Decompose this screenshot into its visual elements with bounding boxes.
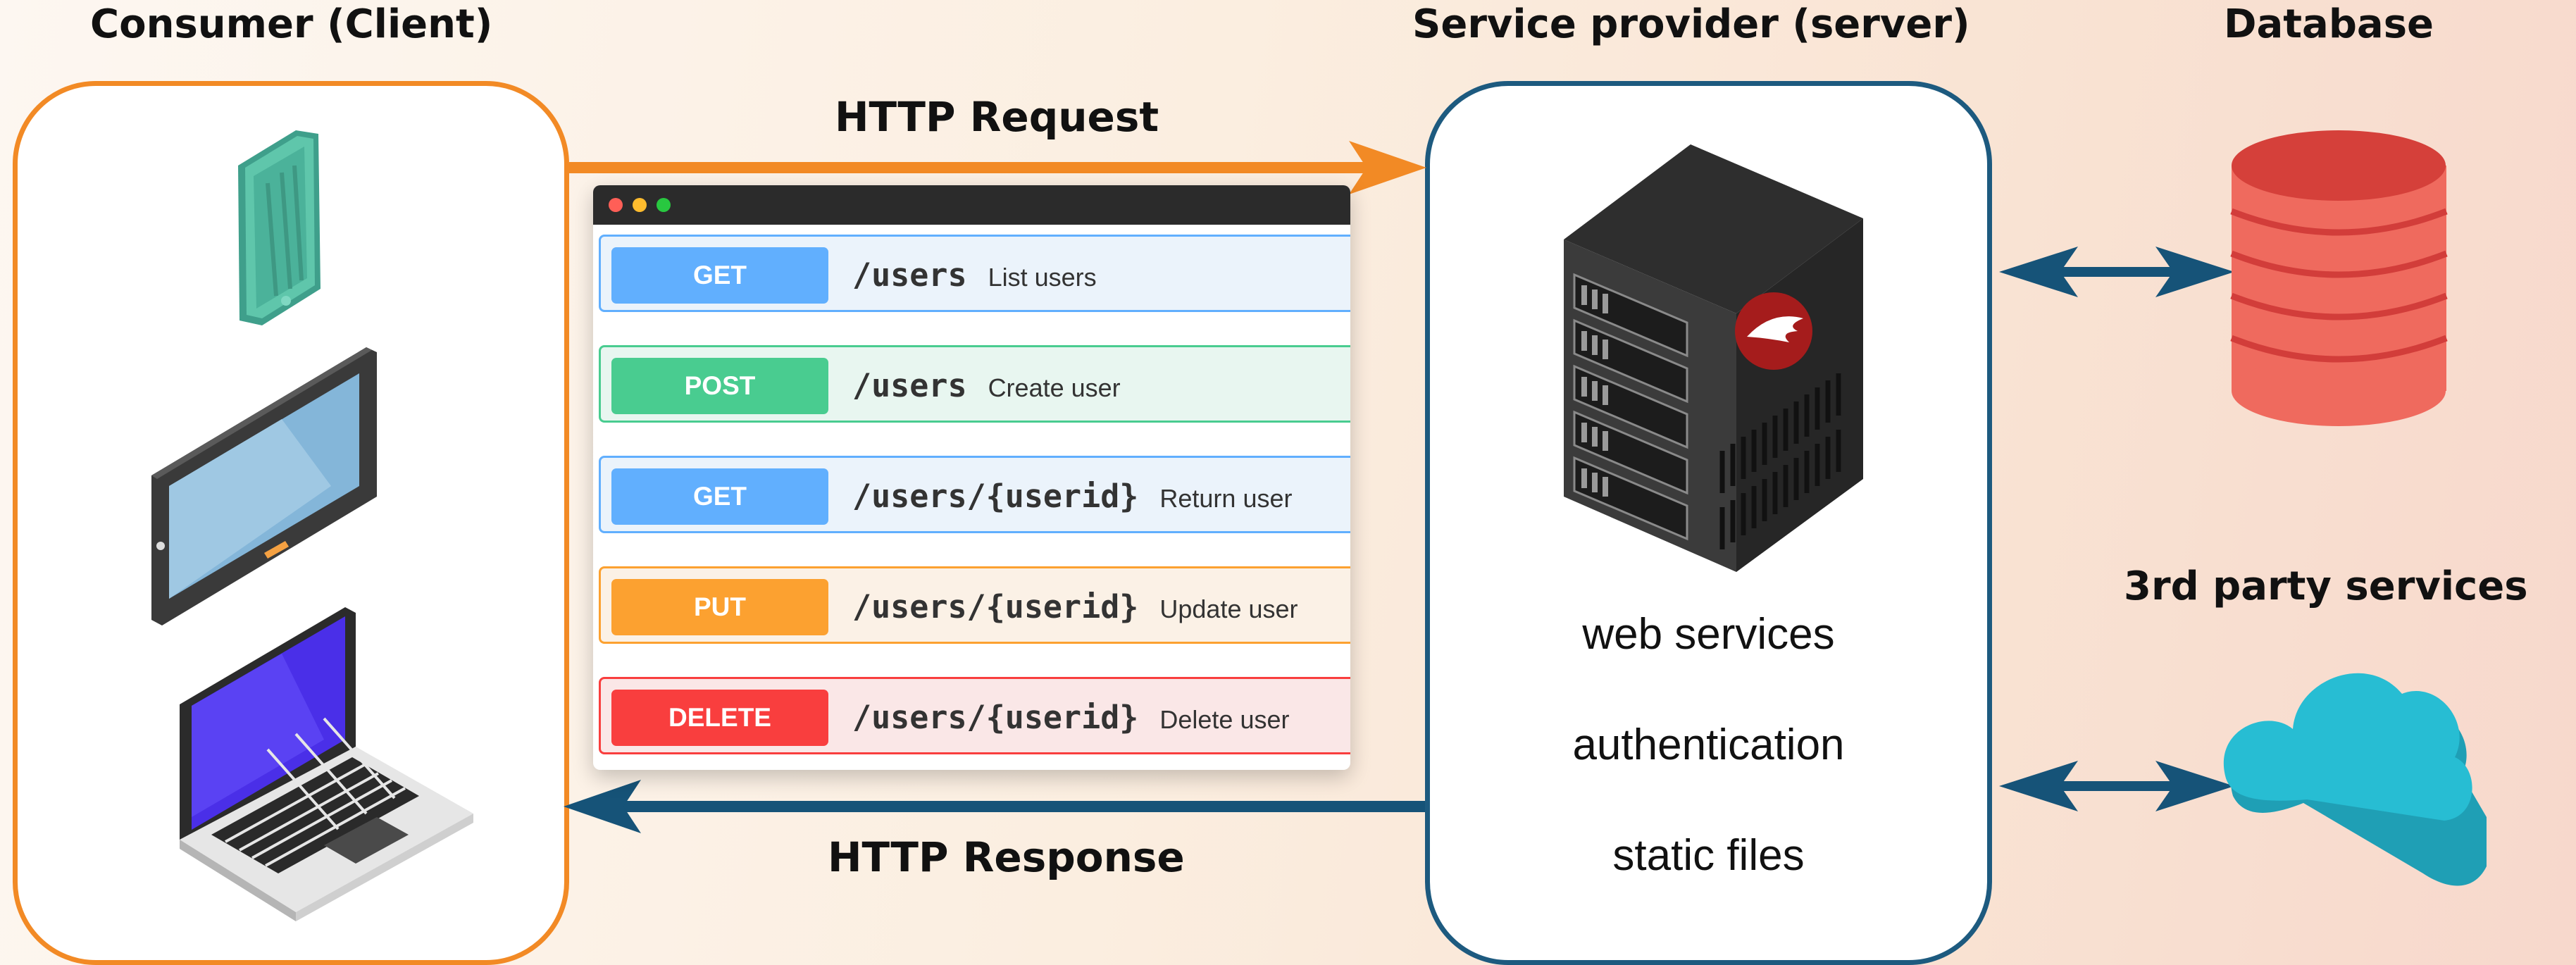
service-static-files: static files (1612, 831, 1805, 880)
close-dot-icon[interactable] (609, 198, 623, 212)
endpoint-description: Delete user (1159, 705, 1290, 734)
endpoint-row[interactable]: PUT/users/{userid} Update user (599, 566, 1350, 644)
endpoint-path: /users List users (852, 251, 1097, 302)
endpoint-description: List users (988, 263, 1097, 292)
laptop-icon (180, 607, 473, 921)
request-arrow (569, 141, 1426, 194)
database-heading: Database (2224, 1, 2434, 47)
tablet-icon (151, 347, 377, 625)
endpoint-description: Create user (988, 373, 1121, 402)
maximize-dot-icon[interactable] (657, 198, 671, 212)
method-badge[interactable]: GET (611, 247, 828, 304)
http-request-label: HTTP Request (835, 93, 1159, 141)
third-party-heading: 3rd party services (2124, 564, 2528, 609)
endpoint-path: /users/{userid} Update user (852, 583, 1298, 634)
endpoint-path: /users/{userid} Delete user (852, 693, 1290, 745)
endpoint-row[interactable]: DELETE/users/{userid} Delete user (599, 677, 1350, 754)
endpoint-path-text: /users/{userid} (852, 699, 1139, 736)
minimize-dot-icon[interactable] (633, 198, 647, 212)
phone-icon (238, 130, 321, 325)
response-arrow (564, 780, 1425, 833)
endpoint-row[interactable]: GET/users/{userid} Return user (599, 456, 1350, 533)
window-title-bar (593, 185, 1350, 225)
endpoint-row[interactable]: POST/users Create user (599, 345, 1350, 423)
endpoint-path: /users/{userid} Return user (852, 472, 1292, 523)
endpoint-path-text: /users (852, 367, 967, 404)
client-heading: Consumer (Client) (90, 1, 493, 47)
endpoint-row[interactable]: GET/users List users (599, 235, 1350, 312)
method-badge[interactable]: POST (611, 358, 828, 414)
method-badge[interactable]: PUT (611, 579, 828, 635)
endpoint-path-text: /users/{userid} (852, 478, 1139, 515)
server-heading: Service provider (server) (1412, 1, 1970, 47)
endpoint-description: Update user (1159, 594, 1298, 623)
endpoint-path: /users Create user (852, 361, 1121, 413)
database-icon (2230, 130, 2448, 426)
endpoint-path-text: /users/{userid} (852, 588, 1139, 625)
server-rack-icon (1564, 144, 1863, 572)
cloud-icon (2223, 673, 2487, 886)
service-authentication: authentication (1572, 721, 1845, 769)
third-party-arrow (1999, 761, 2234, 811)
method-badge[interactable]: DELETE (611, 690, 828, 746)
database-arrow (1999, 247, 2234, 297)
service-web: web services (1582, 610, 1835, 659)
method-badge[interactable]: GET (611, 468, 828, 525)
endpoint-description: Return user (1159, 484, 1293, 513)
endpoint-path-text: /users (852, 256, 967, 294)
http-response-label: HTTP Response (828, 833, 1185, 881)
